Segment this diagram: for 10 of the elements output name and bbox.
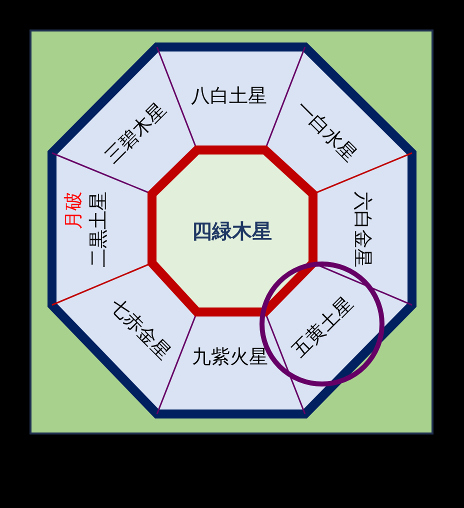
sector-label: 一白水星: [290, 95, 362, 166]
sector-label: 七赤金星: [104, 293, 176, 364]
sector-label: 三碧木星: [100, 97, 172, 168]
center-label: 四緑木星: [192, 218, 272, 244]
sector-label: 五黄土星: [287, 291, 358, 362]
sector-label: 九紫火星: [192, 344, 268, 370]
side-note: 月破: [61, 191, 86, 230]
sector-label: 二黒土星: [86, 191, 110, 268]
sector-label: 八白土星: [191, 84, 267, 108]
sector-label: 六白金星: [350, 190, 374, 267]
